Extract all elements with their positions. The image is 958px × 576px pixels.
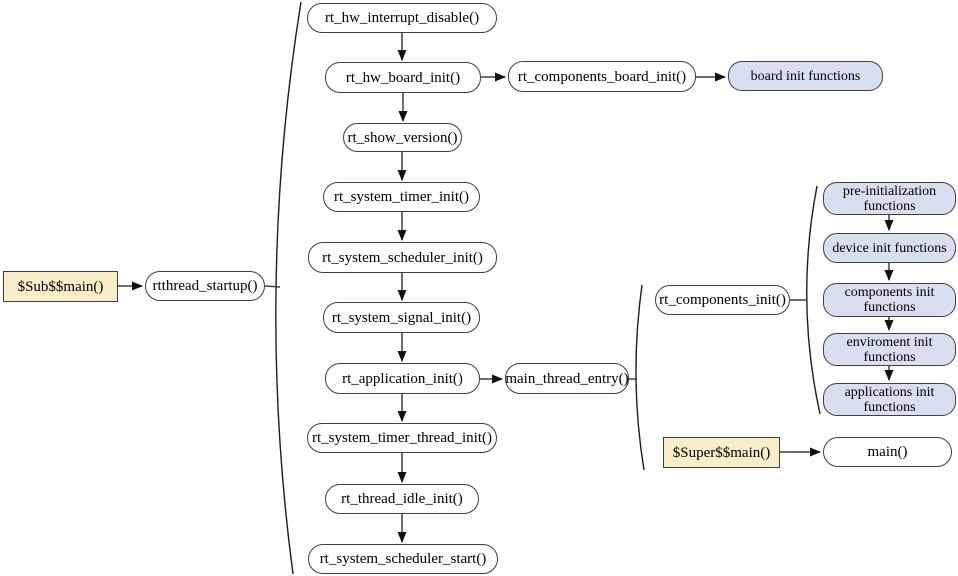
node-rt-system-signal-init: rt_system_signal_init() — [323, 302, 480, 333]
node-rt-system-timer-init: rt_system_timer_init() — [323, 182, 480, 212]
node-rt-components-board-init: rt_components_board_init() — [508, 61, 696, 92]
node-device-init-functions: device init functions — [823, 233, 956, 263]
node-super-main: $Super$$main() — [663, 437, 780, 468]
brace-rtthread-startup — [275, 1, 302, 575]
node-enviroment-init-functions: enviroment init functions — [823, 333, 956, 366]
node-rt-system-timer-thread-init: rt_system_timer_thread_init() — [307, 423, 497, 453]
node-rt-system-scheduler-init: rt_system_scheduler_init() — [308, 242, 497, 273]
node-rt-components-init: rt_components_init() — [655, 285, 790, 315]
node-main-thread-entry: main_thread_entry() — [505, 363, 629, 394]
node-rtthread-startup: rtthread_startup() — [145, 271, 265, 301]
node-rt-thread-idle-init: rt_thread_idle_init() — [325, 484, 479, 514]
node-pre-initialization-functions: pre-initialization functions — [823, 182, 956, 215]
node-rt-hw-board-init: rt_hw_board_init() — [325, 62, 481, 93]
link-startup-to-brace — [264, 285, 281, 288]
node-sub-main: $Sub$$main() — [3, 271, 118, 302]
node-rt-show-version: rt_show_version() — [343, 123, 462, 152]
brace-components-init — [806, 185, 821, 415]
node-rt-hw-interrupt-disable: rt_hw_interrupt_disable() — [307, 3, 497, 33]
node-board-init-functions: board init functions — [728, 61, 883, 91]
brace-main-thread-entry — [635, 284, 645, 471]
node-rt-system-scheduler-start: rt_system_scheduler_start() — [308, 544, 498, 574]
node-rt-application-init: rt_application_init() — [325, 363, 480, 394]
node-main: main() — [823, 437, 952, 467]
node-components-init-functions: components init functions — [823, 283, 956, 317]
node-applications-init-functions: applications init functions — [823, 383, 956, 416]
